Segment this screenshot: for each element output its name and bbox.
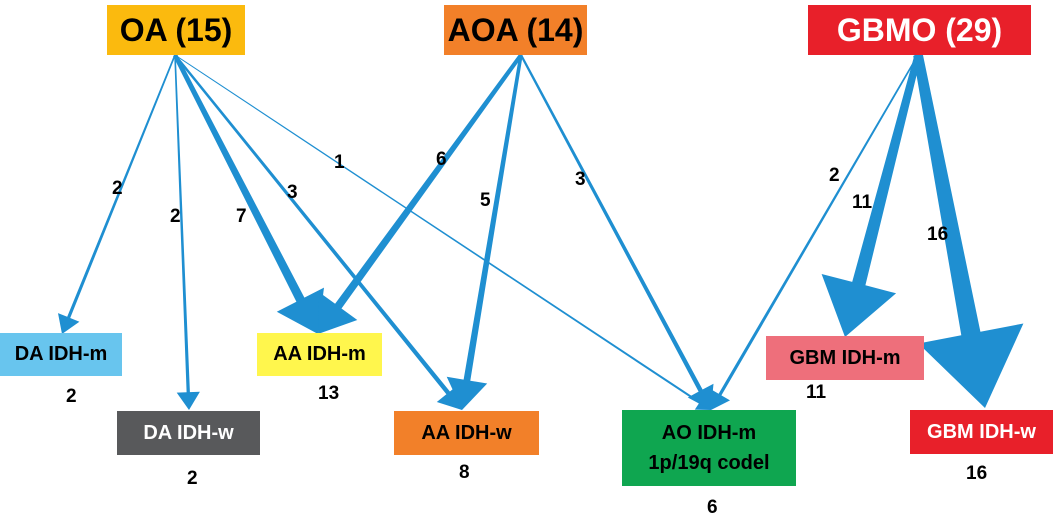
node-ao-idh-m-label-line1: AO IDH-m <box>661 422 757 444</box>
edge-aoa-to-aa_w <box>446 54 523 410</box>
edge-aoa-to-ao_m <box>520 54 714 410</box>
edge-label-gbmo-to-gbm_m: 11 <box>852 192 873 213</box>
node-ao-idh-m-label-line2: 1p/19q codel <box>648 452 770 474</box>
count-gbm-idh-m: 11 <box>806 382 827 403</box>
node-gbm-idh-m-label: GBM IDH-m <box>789 346 901 369</box>
edge-aoa-to-aa_m <box>318 53 523 335</box>
node-da-idh-m-label: DA IDH-m <box>14 343 108 365</box>
node-aoa: AOA (14) <box>444 5 587 55</box>
node-da-idh-w: DA IDH-w <box>117 411 260 455</box>
edge-oa-to-da_m <box>58 54 176 334</box>
edge-label-aoa-to-ao_m: 3 <box>575 169 586 190</box>
count-ao-idh-m: 6 <box>707 497 718 518</box>
edge-label-oa-to-ao_m: 1 <box>334 152 345 173</box>
node-gbm-idh-m: GBM IDH-m <box>766 336 924 380</box>
count-da-idh-w: 2 <box>187 468 198 489</box>
edge-label-gbmo-to-ao_m: 2 <box>829 165 840 186</box>
node-ao-idh-m: AO IDH-m 1p/19q codel <box>622 410 796 486</box>
edge-gbmo-to-gbm_m <box>821 54 922 337</box>
edge-gbmo-to-gbm_w <box>913 54 1024 408</box>
edge-label-aoa-to-aa_m: 6 <box>436 149 447 170</box>
edge-oa-to-aa_w <box>174 54 462 411</box>
edge-label-oa-to-aa_w: 3 <box>287 182 298 203</box>
edge-oa-to-aa_m <box>173 54 324 334</box>
node-gbm-idh-w-label: GBM IDH-w <box>927 420 1036 443</box>
node-aoa-label: AOA (14) <box>447 11 584 48</box>
count-da-idh-m: 2 <box>66 386 77 407</box>
edge-label-gbmo-to-gbm_w: 16 <box>927 224 948 245</box>
node-oa: OA (15) <box>107 5 245 55</box>
edge-label-oa-to-aa_m: 7 <box>236 206 247 227</box>
edge-oa-to-da_w <box>174 55 200 410</box>
edge-gbmo-to-ao_m <box>710 54 919 410</box>
node-da-idh-m: DA IDH-m <box>0 333 122 376</box>
node-gbm-idh-w: GBM IDH-w <box>910 410 1053 454</box>
edge-oa-to-ao_m <box>174 54 711 410</box>
node-aa-idh-m-label: AA IDH-m <box>273 343 366 365</box>
node-da-idh-w-label: DA IDH-w <box>143 421 234 444</box>
node-aa-idh-m: AA IDH-m <box>257 333 382 376</box>
node-oa-label: OA (15) <box>119 11 233 48</box>
edge-label-oa-to-da_w: 2 <box>170 206 181 227</box>
count-gbm-idh-w: 16 <box>966 463 988 484</box>
edge-label-oa-to-da_m: 2 <box>112 178 123 199</box>
node-aa-idh-w: AA IDH-w <box>394 411 539 455</box>
node-aa-idh-w-label: AA IDH-w <box>421 421 512 444</box>
count-aa-idh-m: 13 <box>318 383 340 404</box>
edge-label-aoa-to-aa_w: 5 <box>480 190 491 211</box>
node-gbmo-label: GBMO (29) <box>836 11 1003 48</box>
node-gbmo: GBMO (29) <box>808 5 1031 55</box>
count-aa-idh-w: 8 <box>459 462 470 483</box>
